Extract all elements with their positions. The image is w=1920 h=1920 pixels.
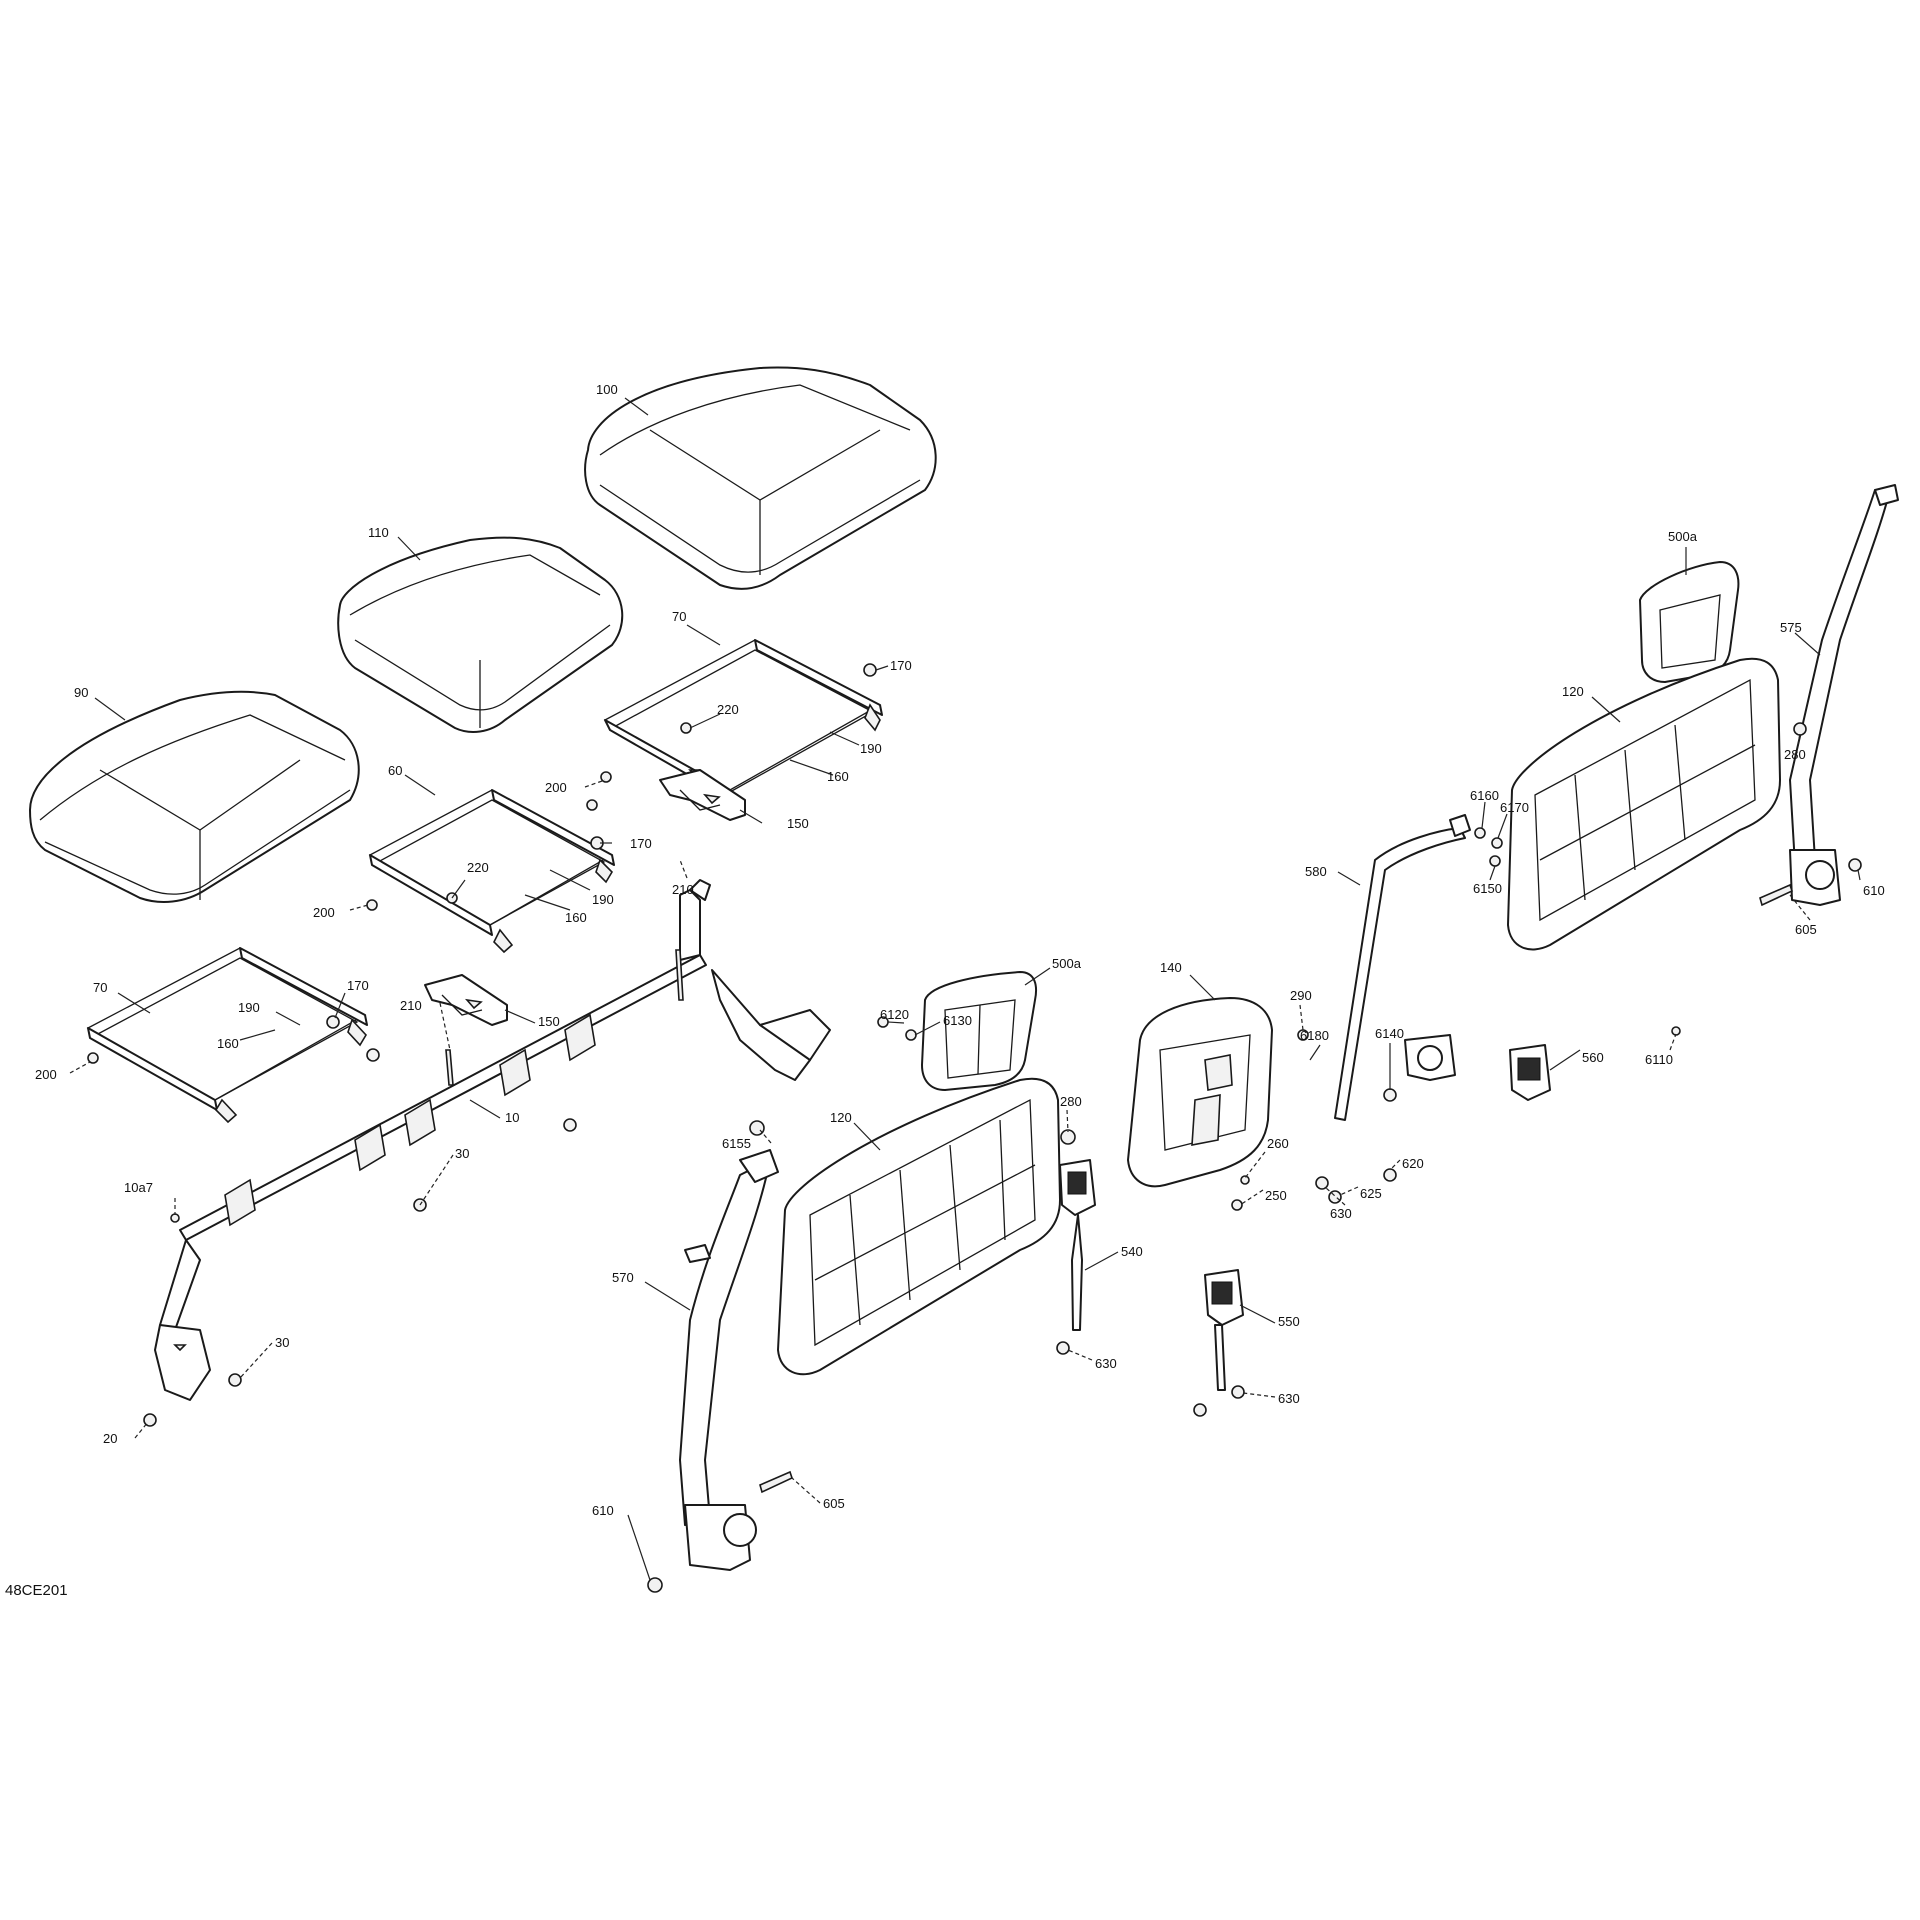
- callout-630-buckle550: 630: [1278, 1391, 1300, 1406]
- callout-620: 620: [1402, 1156, 1424, 1171]
- hinge-bracket-150-lower[interactable]: [424, 974, 508, 1026]
- callout-290: 290: [1290, 988, 1312, 1003]
- callout-610-center: 610: [592, 1503, 614, 1518]
- callout-200-middle: 200: [313, 905, 335, 920]
- callout-30-tube: 30: [455, 1146, 469, 1161]
- callout-160-middle: 160: [565, 910, 587, 925]
- seat-frame-70-lower[interactable]: [86, 947, 368, 1124]
- callout-500a-center: 500a: [1052, 956, 1082, 971]
- callout-220-upper: 220: [717, 702, 739, 717]
- callout-6140: 6140: [1375, 1026, 1404, 1041]
- callout-280-right: 280: [1784, 747, 1806, 762]
- callout-120-right: 120: [1562, 684, 1584, 699]
- seat-cushion-100[interactable]: [584, 366, 937, 590]
- callout-160-upper: 160: [827, 769, 849, 784]
- callout-110: 110: [368, 525, 389, 540]
- seat-belt-580[interactable]: [1334, 814, 1471, 1121]
- callout-630-buckle540: 630: [1095, 1356, 1117, 1371]
- document-id: 48CE201: [5, 1582, 68, 1599]
- callout-605-right: 605: [1795, 922, 1817, 937]
- callout-60: 60: [388, 763, 402, 778]
- callout-150-lower: 150: [538, 1014, 560, 1029]
- seat-belt-570[interactable]: [679, 1149, 779, 1571]
- seat-belt-575[interactable]: [1789, 484, 1899, 906]
- callout-6120: 6120: [880, 1007, 909, 1022]
- callout-6170: 6170: [1500, 800, 1529, 815]
- seat-base-tube-10[interactable]: [154, 879, 831, 1401]
- callout-625: 625: [1360, 1186, 1382, 1201]
- callout-540: 540: [1121, 1244, 1143, 1259]
- callout-630-right: 630: [1330, 1206, 1352, 1221]
- callout-6160: 6160: [1470, 788, 1499, 803]
- buckle-560[interactable]: [1509, 1044, 1551, 1101]
- callout-250: 250: [1265, 1188, 1287, 1203]
- fasteners: [87, 663, 1862, 1593]
- buckle-540[interactable]: [1059, 1159, 1096, 1331]
- callout-30-leg: 30: [275, 1335, 289, 1350]
- headrest-500a-right[interactable]: [1639, 561, 1740, 683]
- callout-190-lower: 190: [238, 1000, 260, 1015]
- callout-100: 100: [596, 382, 618, 397]
- callout-610-right: 610: [1863, 883, 1885, 898]
- leader-lines: [69, 397, 1861, 1581]
- callout-90: 90: [74, 685, 88, 700]
- callout-575: 575: [1780, 620, 1802, 635]
- callout-605-center: 605: [823, 1496, 845, 1511]
- callout-70-upper: 70: [672, 609, 686, 624]
- callout-550: 550: [1278, 1314, 1300, 1329]
- callout-120-center: 120: [830, 1110, 852, 1125]
- callout-190-middle: 190: [592, 892, 614, 907]
- seat-back-120-center[interactable]: [777, 1077, 1061, 1376]
- callout-210-lower: 210: [400, 998, 422, 1013]
- callout-10: 10: [505, 1110, 519, 1125]
- callout-labels: 100 110 90 70 170 220 190 160 200 150 60…: [35, 382, 1885, 1518]
- callout-570: 570: [612, 1270, 634, 1285]
- callout-150-upper: 150: [787, 816, 809, 831]
- callout-200-upper: 200: [545, 780, 567, 795]
- seat-back-140[interactable]: [1127, 997, 1273, 1188]
- callout-210-upper: 210: [672, 882, 694, 897]
- callout-70-lower: 70: [93, 980, 107, 995]
- callout-220-middle: 220: [467, 860, 489, 875]
- buckle-550[interactable]: [1204, 1269, 1244, 1391]
- callout-260: 260: [1267, 1136, 1289, 1151]
- callout-6155: 6155: [722, 1136, 751, 1151]
- seat-cushion-90[interactable]: [29, 690, 360, 903]
- callout-160-lower: 160: [217, 1036, 239, 1051]
- seat-frame-60[interactable]: [368, 789, 615, 954]
- callout-10a7: 10a7: [124, 1180, 153, 1195]
- callout-140: 140: [1160, 960, 1182, 975]
- callout-6150: 6150: [1473, 881, 1502, 896]
- callout-6180: 6180: [1300, 1028, 1329, 1043]
- callout-170-lower: 170: [347, 978, 369, 993]
- callout-560: 560: [1582, 1050, 1604, 1065]
- headrest-500a-center[interactable]: [921, 971, 1038, 1091]
- callout-6110: 6110: [1645, 1052, 1673, 1067]
- callout-280-center: 280: [1060, 1094, 1082, 1109]
- callout-500a-right: 500a: [1668, 529, 1698, 544]
- seat-back-120-right[interactable]: [1507, 657, 1781, 951]
- callout-170-upper: 170: [890, 658, 912, 673]
- callout-20: 20: [103, 1431, 117, 1446]
- callout-580: 580: [1305, 864, 1327, 879]
- callout-190-upper: 190: [860, 741, 882, 756]
- callout-6130: 6130: [943, 1013, 972, 1028]
- seat-cushion-110[interactable]: [337, 536, 624, 733]
- callout-200-lower: 200: [35, 1067, 57, 1082]
- callout-170-middle: 170: [630, 836, 652, 851]
- hinge-bracket-150-upper[interactable]: [659, 769, 746, 821]
